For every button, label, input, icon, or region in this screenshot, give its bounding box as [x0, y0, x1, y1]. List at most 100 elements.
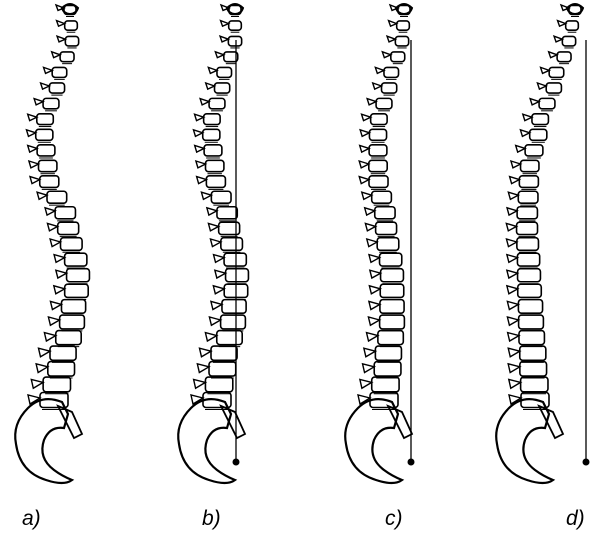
vertebra — [506, 238, 538, 253]
vertebra — [369, 253, 402, 268]
vertebra — [208, 67, 231, 79]
vertebra — [511, 160, 539, 173]
vertebra — [197, 176, 226, 190]
plumb-bob — [583, 459, 590, 466]
vertebra — [369, 300, 404, 316]
vertebra — [507, 269, 541, 284]
vertebra — [57, 36, 79, 48]
vertebra — [28, 145, 55, 158]
vertebra — [41, 83, 65, 95]
vertebra — [57, 21, 78, 33]
vertebra — [56, 269, 90, 284]
coccyx — [388, 406, 412, 438]
vertebra — [382, 52, 404, 64]
vertebra — [221, 5, 241, 17]
vertebra — [34, 98, 59, 110]
vertebra — [561, 5, 581, 17]
vertebra — [359, 176, 388, 190]
vertebra — [507, 300, 542, 316]
caption-b: b) — [202, 508, 221, 529]
coccyx — [539, 406, 563, 438]
vertebra — [31, 377, 70, 394]
vertebra — [28, 114, 54, 127]
vertebra — [200, 98, 225, 110]
vertebra — [516, 145, 543, 158]
vertebra — [47, 222, 78, 236]
caption-c: c) — [385, 508, 403, 529]
vertebra — [389, 21, 410, 33]
vertebra — [44, 331, 81, 347]
vertebra — [199, 346, 237, 362]
vertebra — [201, 191, 231, 205]
vertebra — [554, 36, 576, 48]
vertebra — [48, 315, 84, 331]
sacrum — [345, 399, 402, 483]
vertebra — [508, 191, 538, 205]
vertebra — [206, 83, 230, 95]
vertebra — [370, 269, 404, 284]
vertebra — [213, 284, 247, 299]
vertebra — [44, 67, 67, 79]
vertebra — [26, 129, 52, 142]
vertebra — [220, 36, 242, 48]
vertebra — [195, 145, 222, 158]
vertebra — [211, 300, 246, 316]
vertebra — [558, 21, 579, 33]
vertebra — [360, 145, 387, 158]
vertebra — [507, 315, 543, 331]
vertebra — [54, 284, 88, 299]
vertebra — [52, 52, 74, 64]
vertebra — [209, 315, 245, 331]
vertebra — [359, 160, 387, 173]
vertebra — [373, 83, 397, 95]
vertebra — [365, 207, 395, 221]
plumb-line — [583, 40, 590, 466]
vertebra — [508, 362, 546, 379]
vertebra — [362, 114, 388, 127]
vertebra — [507, 253, 540, 268]
plumb-bob — [233, 459, 240, 466]
vertebra — [38, 346, 76, 362]
vertebra — [215, 52, 237, 64]
vertebra — [368, 315, 404, 331]
spine-b — [178, 4, 248, 483]
plumb-line — [408, 40, 415, 466]
vertebra — [390, 5, 410, 17]
vertebra — [387, 36, 409, 48]
vertebra — [50, 300, 85, 316]
spine-c — [345, 4, 412, 483]
vertebra — [195, 114, 221, 127]
spine-d — [496, 4, 583, 483]
spine-a — [15, 4, 89, 483]
vertebra — [194, 377, 233, 394]
vertebra — [193, 129, 219, 142]
vertebra — [510, 176, 539, 190]
vertebra — [54, 253, 87, 268]
caption-a: a) — [22, 508, 41, 529]
caption-d: d) — [566, 508, 585, 529]
vertebra — [45, 207, 75, 221]
plumb-bob — [408, 459, 415, 466]
vertebra — [508, 346, 546, 362]
vertebra — [509, 377, 548, 394]
vertebra — [221, 21, 242, 33]
vertebra — [507, 207, 537, 221]
vertebra — [56, 5, 76, 17]
vertebra — [208, 222, 239, 236]
vertebra — [362, 191, 392, 205]
vertebra — [537, 83, 561, 95]
vertebra — [30, 176, 59, 190]
vertebra — [523, 114, 549, 127]
vertebra — [367, 331, 404, 347]
vertebra — [360, 377, 399, 394]
coccyx — [58, 406, 82, 438]
vertebra — [205, 331, 242, 347]
vertebra — [196, 160, 224, 173]
vertebra — [210, 238, 242, 253]
vertebra — [37, 191, 67, 205]
vertebra — [364, 346, 402, 362]
coccyx — [221, 406, 245, 438]
vertebra — [360, 129, 386, 142]
vertebra — [36, 362, 74, 379]
